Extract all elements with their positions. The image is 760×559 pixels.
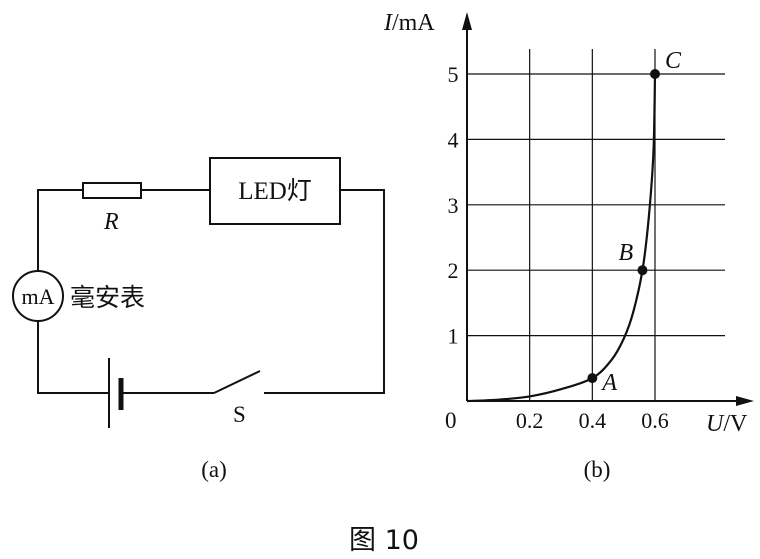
point-c	[650, 69, 660, 79]
origin-label: 0	[445, 408, 457, 433]
x-tick-label: 0.2	[516, 408, 544, 433]
meter-label: 毫安表	[70, 283, 145, 312]
led-label: LED灯	[238, 177, 312, 205]
x-axis-symbol: U	[706, 411, 725, 437]
y-axis-unit: /mA	[392, 10, 435, 36]
switch-blade	[213, 370, 261, 394]
y-axis-label: I/mA	[383, 10, 435, 36]
x-axis-arrow	[736, 396, 754, 406]
grid	[467, 49, 725, 401]
point-b	[637, 265, 648, 276]
y-tick-labels: 1 2 3 4 5	[448, 62, 459, 349]
x-axis-unit: /V	[723, 411, 748, 437]
x-axis-label: U/V	[706, 411, 748, 437]
point-label-c: C	[665, 48, 682, 74]
y-tick-label: 3	[448, 193, 459, 218]
caption-b: (b)	[584, 457, 611, 482]
point-label-a: A	[600, 370, 617, 396]
switch-label: S	[233, 402, 246, 427]
iu-graph: 0.2 0.4 0.6 1 2 3 4 5 0 I/mA U/V A B C	[383, 10, 754, 437]
circuit-diagram	[12, 157, 385, 428]
y-axis-symbol: I	[383, 10, 393, 36]
resistor	[82, 182, 142, 199]
curve-points: A B C	[587, 48, 682, 396]
y-tick-label: 5	[448, 62, 459, 87]
caption-a: (a)	[201, 457, 227, 482]
milliammeter	[12, 270, 64, 322]
y-axis-arrow	[462, 12, 472, 30]
meter-symbol: mA	[22, 284, 55, 309]
point-a	[587, 373, 598, 384]
resistor-label: R	[103, 209, 119, 235]
wire-bottom-left	[37, 321, 109, 394]
x-tick-labels: 0.2 0.4 0.6	[516, 408, 669, 433]
wire-top-left	[37, 189, 83, 272]
figure-caption: 图 10	[349, 525, 419, 556]
wire-right	[264, 189, 385, 394]
y-tick-label: 4	[448, 127, 459, 152]
point-label-b: B	[618, 240, 633, 266]
iu-curve	[466, 73, 657, 403]
y-tick-label: 1	[448, 324, 459, 349]
x-tick-label: 0.4	[579, 408, 607, 433]
x-tick-label: 0.6	[641, 408, 669, 433]
y-tick-label: 2	[448, 258, 459, 283]
